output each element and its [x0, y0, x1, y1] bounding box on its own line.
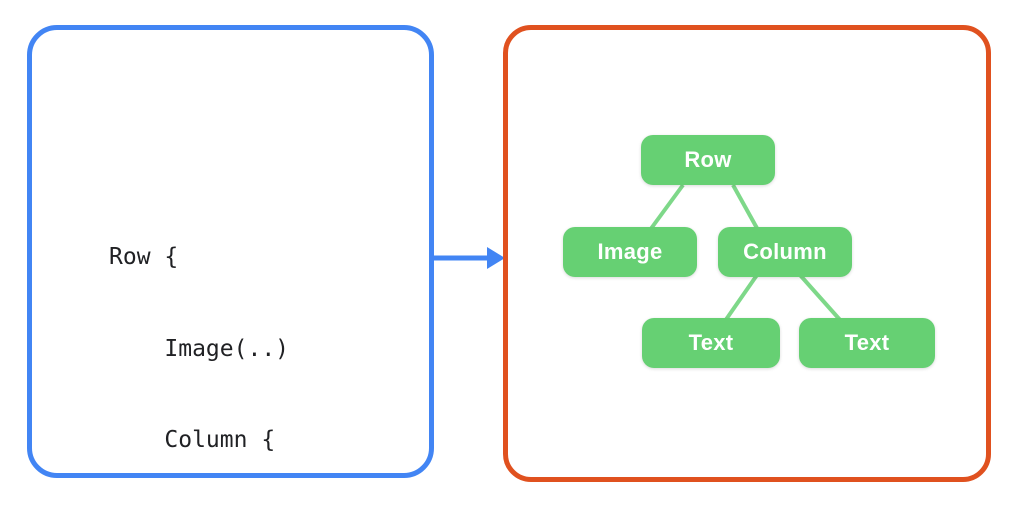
code-line: Row { [109, 244, 179, 270]
code-line: Image(..) [109, 335, 290, 362]
edge-row-image [648, 183, 685, 232]
right-arrow-icon [433, 247, 505, 269]
edge-row-column [731, 184, 760, 231]
tree-panel: Row Image Column Text Text [503, 25, 991, 482]
tree-node-image: Image [563, 227, 697, 277]
tree-node-row: Row [641, 135, 775, 185]
code-panel: Row { Image(..) Column { Text(..) Text(.… [27, 25, 434, 478]
tree-node-text-1: Text [642, 318, 780, 368]
code-line: Column { [109, 427, 276, 453]
tree-edges [648, 183, 843, 323]
edge-column-text1 [723, 273, 759, 323]
edge-column-text2 [798, 273, 843, 323]
tree-node-text-2: Text [799, 318, 935, 368]
code-block: Row { Image(..) Column { Text(..) Text(.… [109, 181, 331, 506]
tree-node-column: Column [718, 227, 852, 277]
